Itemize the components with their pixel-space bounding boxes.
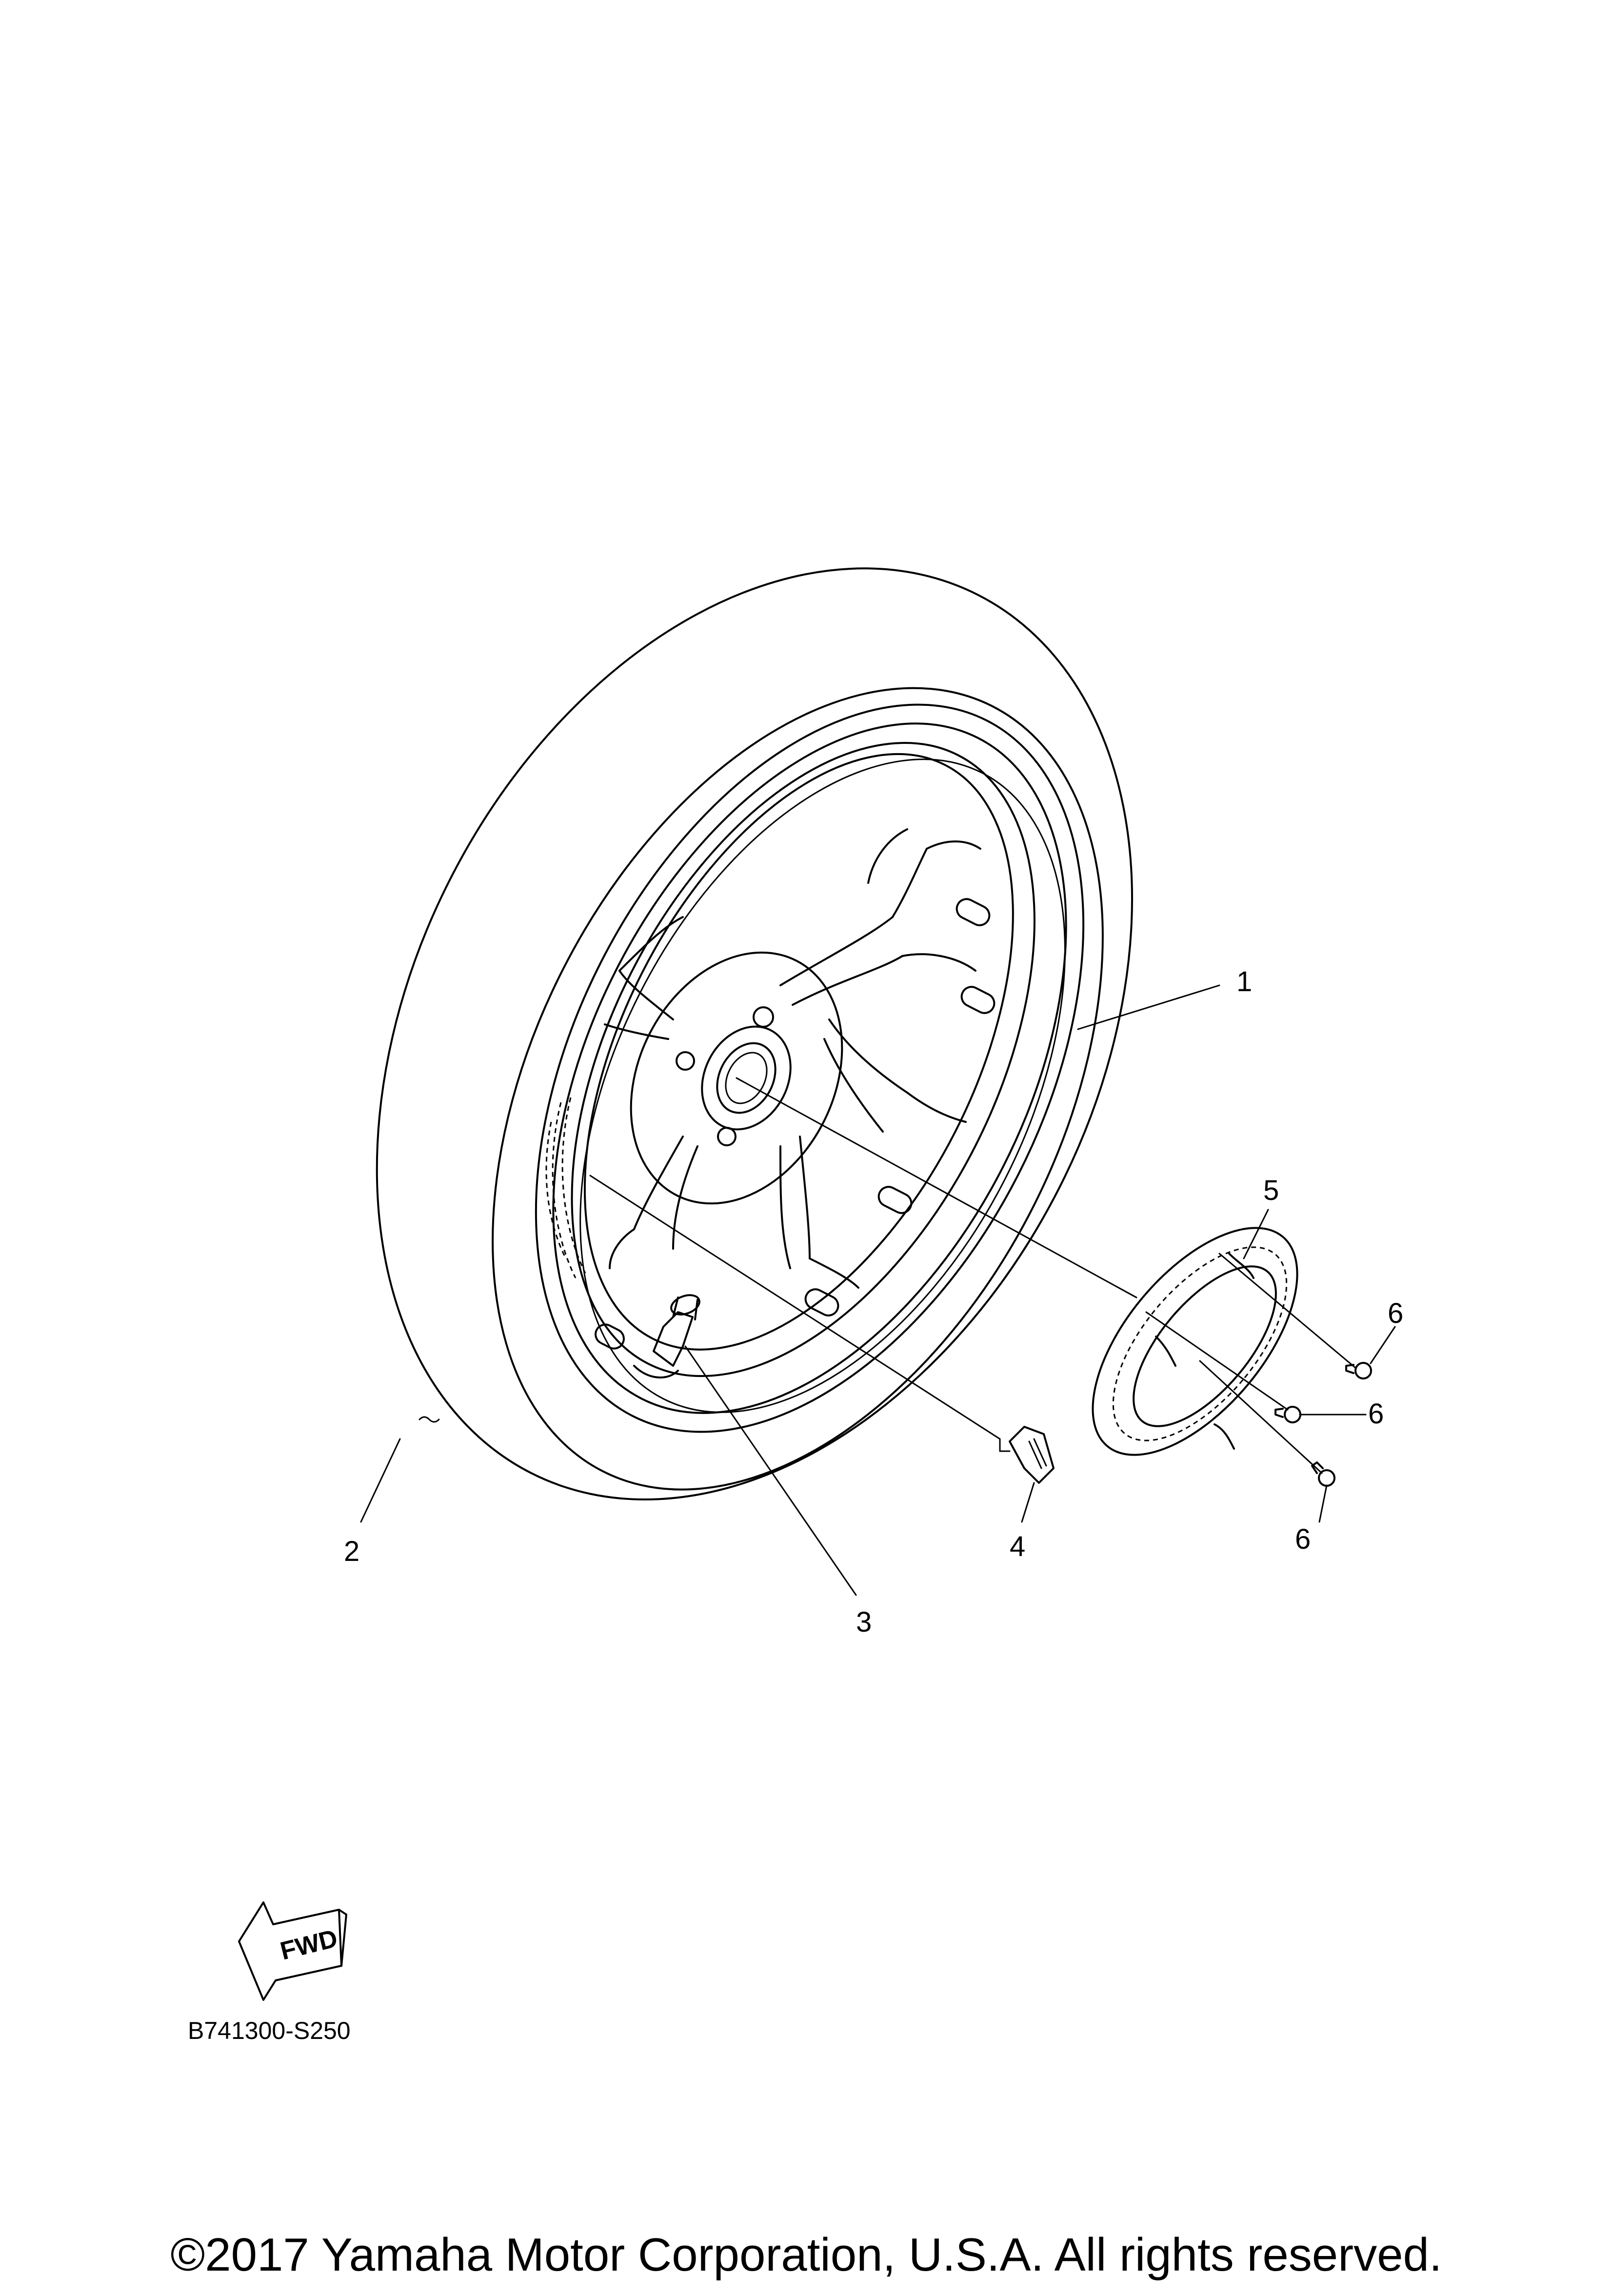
bolt [1345,1362,1372,1379]
tire-valve [633,1294,700,1378]
wheel-spokes [604,828,981,1289]
callout-1: 1 [1236,966,1252,998]
fwd-arrow-icon: FWD [238,1901,347,2001]
callout-4: 4 [1010,1531,1025,1562]
callout-2: 2 [344,1536,359,1567]
sensor-rotor [1092,1227,1298,1456]
tire [376,567,1134,1501]
fwd-label: FWD [278,1924,340,1966]
copyright-notice: ©2017 Yamaha Motor Corporation, U.S.A. A… [170,2229,1442,2281]
bolt [1311,1461,1335,1487]
callout-5: 5 [1263,1175,1279,1206]
rim-lugs [595,898,996,1350]
bolts [1274,1362,1372,1487]
diagram-code: B741300-S250 [188,2017,351,2044]
cast-wheel [535,703,1085,1433]
bead-detail [545,1097,586,1278]
leader-lines [360,984,1396,1596]
callout-6a: 6 [1388,1298,1403,1329]
wheel-hub [630,951,843,1205]
callout-6b: 6 [1368,1398,1384,1430]
callout-3: 3 [856,1606,872,1638]
balance-weight [1009,1426,1055,1484]
callout-6c: 6 [1295,1523,1311,1555]
assembly-lines [589,1077,1357,1474]
